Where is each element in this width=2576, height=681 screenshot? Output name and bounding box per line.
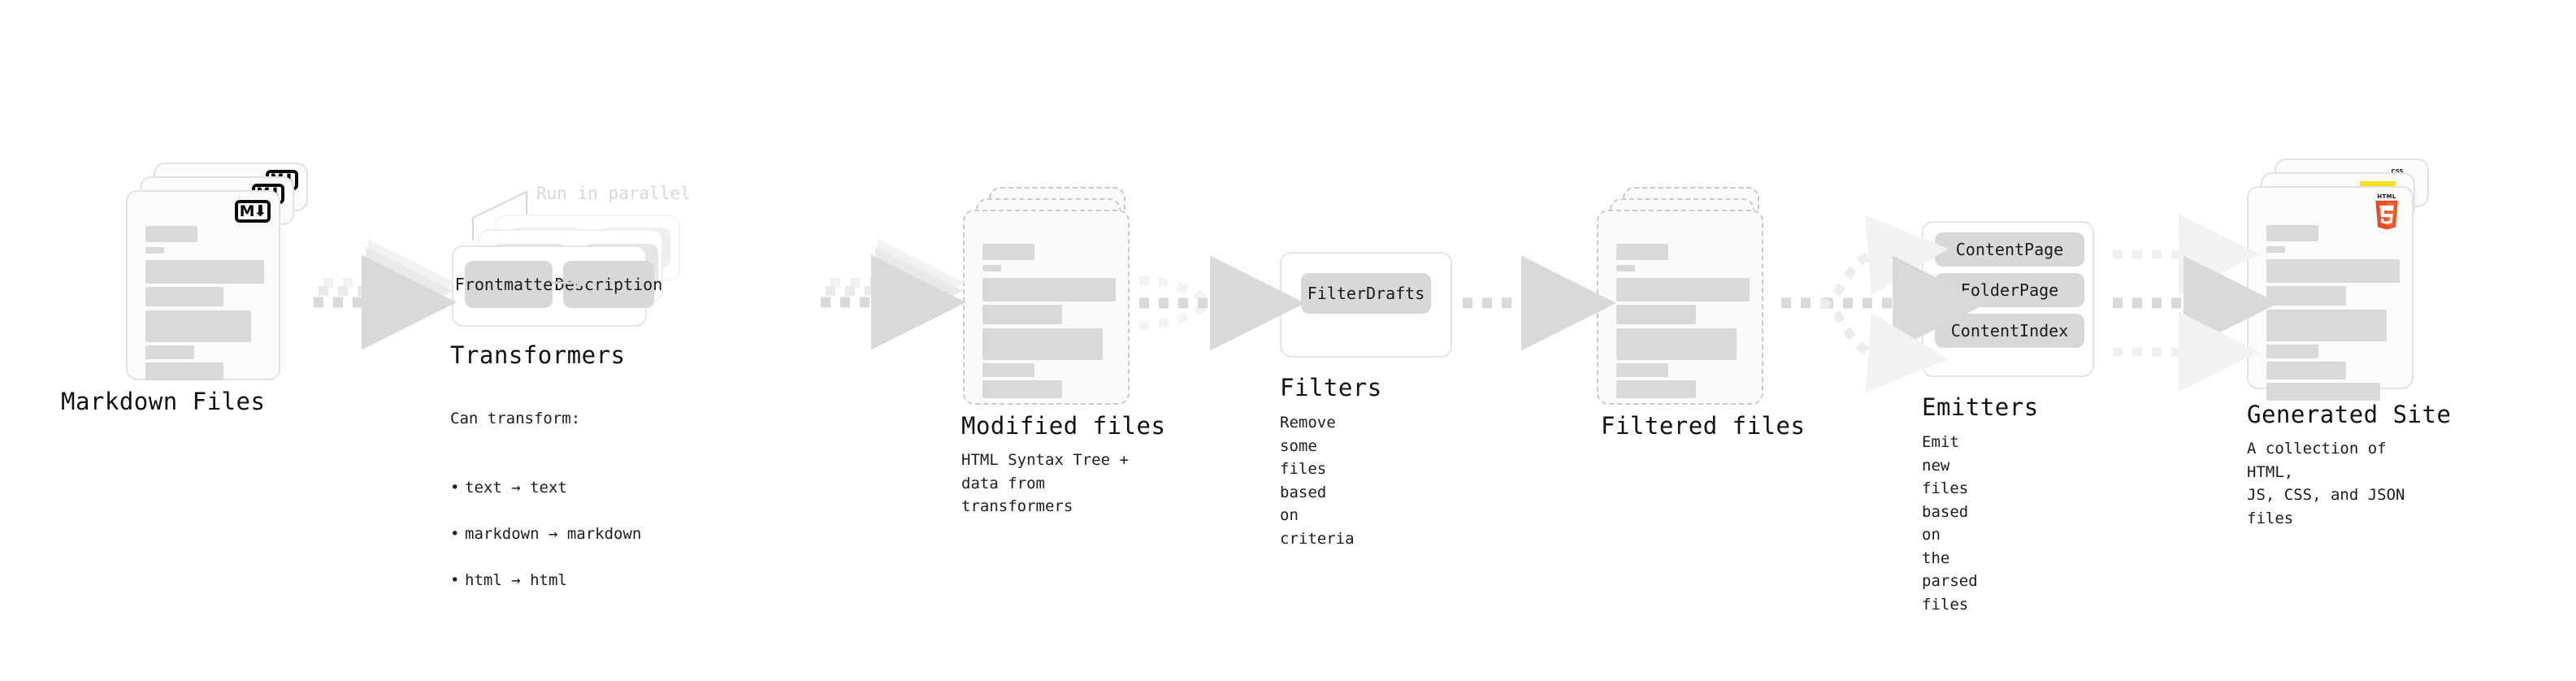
modified-sheet-front [963, 210, 1130, 405]
svg-text:HTML: HTML [2377, 193, 2396, 200]
skeleton-bar [2266, 246, 2285, 253]
skeleton-bar [2266, 310, 2387, 341]
transformers-description: Can transform: text → text markdown → ma… [450, 384, 641, 639]
filter-chip-filterdrafts[interactable]: FilterDrafts [1301, 273, 1431, 314]
stage-caption-generated-site: Generated Site [2247, 401, 2452, 428]
markdown-file-stack: M⬇ M⬇ M⬇ [126, 163, 313, 382]
generated-site-description: A collection of HTML, JS, CSS, and JSON … [2247, 440, 2405, 527]
skeleton-bar [145, 310, 251, 342]
transformers-bullet: html → html [450, 569, 641, 592]
skeleton-bar [982, 328, 1103, 360]
markdown-sheet-front: M⬇ [126, 190, 280, 380]
skeleton-bar [2266, 345, 2318, 358]
skeleton-bar [2266, 225, 2318, 241]
generated-sheet-front: HTML [2247, 186, 2413, 401]
svg-text:CSS: CSS [2391, 168, 2403, 175]
emitter-chip-folderpage[interactable]: FolderPage [1935, 273, 2084, 307]
skeleton-bar [2266, 383, 2380, 401]
emitters-group[interactable]: ContentPage FolderPage ContentIndex [1922, 221, 2094, 377]
transformers-description-line: Can transform: [450, 409, 581, 427]
skeleton-bar [982, 363, 1034, 377]
stage-caption-filters: Filters [1280, 374, 1382, 401]
skeleton-bar [1616, 244, 1668, 260]
filters-description: Remove some files based on criteria [1280, 414, 1355, 548]
markdown-icon: M⬇ [235, 200, 271, 223]
skeleton-bar [982, 380, 1062, 398]
generated-site-stack: CSS HTML [2247, 158, 2442, 401]
stage-caption-transformers: Transformers [450, 341, 626, 369]
stage-caption-modified-files: Modified files [961, 412, 1166, 440]
transformers-bullet: text → text [450, 476, 641, 500]
skeleton-bar [145, 345, 194, 359]
connector-modified-files-to-filters [1138, 255, 1305, 351]
skeleton-bar [2266, 362, 2346, 380]
skeleton-bar [145, 247, 164, 254]
stage-caption-filtered-files: Filtered files [1601, 412, 1806, 440]
filtered-file-stack [1597, 187, 1784, 406]
skeleton-bar [145, 260, 264, 284]
stage-markdown-files: M⬇ M⬇ M⬇ Markdown Files [61, 163, 313, 415]
skeleton-bar [1616, 380, 1696, 398]
connector-emitters-to-generated-site [2113, 214, 2279, 393]
transformers-bullets: text → text markdown → markdown html → h… [450, 453, 641, 616]
connector-markdown-to-transformers [314, 239, 457, 350]
transformer-chip-description[interactable]: Description [555, 261, 662, 308]
transformers-bullet: markdown → markdown [450, 523, 641, 546]
skeleton-bar [2266, 286, 2346, 306]
skeleton-bar [982, 265, 1001, 271]
filters-group[interactable]: FilterDrafts [1280, 252, 1452, 358]
html5-icon: HTML [2375, 193, 2398, 230]
stage-modified-files: Modified files HTML Syntax Tree + data f… [961, 187, 1165, 515]
connector-filtered-files-to-emitters [1781, 215, 1988, 393]
stage-caption-markdown-files: Markdown Files [61, 388, 266, 415]
modified-file-stack [963, 187, 1150, 406]
skeleton-bar [982, 278, 1116, 301]
skeleton-bar [982, 244, 1034, 260]
connector-transformers-to-modified-files [821, 239, 966, 350]
skeleton-bar [1616, 363, 1668, 377]
transformer-chip-frontmatter[interactable]: Frontmatter [455, 261, 562, 308]
stage-caption-emitters: Emitters [1922, 393, 2039, 421]
skeleton-bar [145, 226, 197, 242]
skeleton-bar [1616, 278, 1750, 301]
transformer-group[interactable]: Frontmatter Description [452, 245, 662, 327]
skeleton-bar [145, 287, 223, 306]
skeleton-bar [1616, 265, 1635, 271]
stage-filtered-files: Filtered files [1597, 187, 1805, 440]
skeleton-bar [1616, 328, 1737, 360]
skeleton-bar [145, 362, 223, 380]
modified-files-description: HTML Syntax Tree + data from transformer… [961, 451, 1129, 515]
skeleton-bar [2266, 259, 2400, 283]
skeleton-bar [1616, 305, 1696, 324]
emitter-chip-contentindex[interactable]: ContentIndex [1935, 314, 2084, 348]
skeleton-bar [982, 305, 1062, 324]
run-in-parallel-label: Run in parallel [536, 184, 691, 203]
filtered-sheet-front [1597, 210, 1763, 405]
emitters-description: Emit new files based on the parsed files [1922, 433, 1978, 614]
emitter-chip-contentpage[interactable]: ContentPage [1935, 232, 2084, 267]
stage-generated-site: CSS HTML [2247, 158, 2451, 527]
